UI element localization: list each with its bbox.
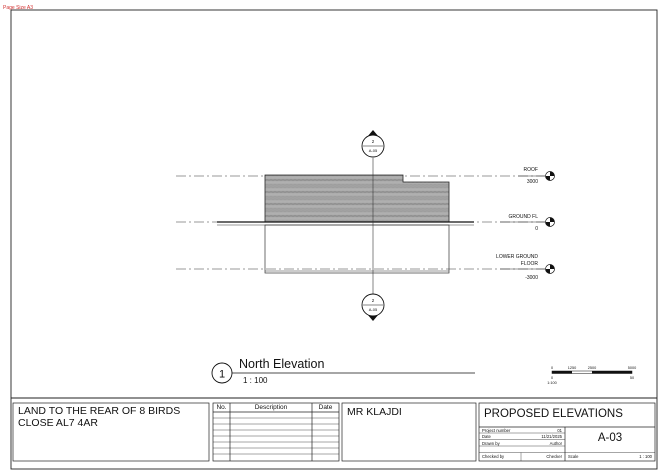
sheet-number: A-03 bbox=[597, 432, 623, 444]
view-title: 1 North Elevation 1 : 100 bbox=[211, 357, 475, 385]
site-address: LAND TO THE REAR OF 8 BIRDS CLOSE AL7 4A… bbox=[18, 405, 181, 429]
svg-text:1250: 1250 bbox=[568, 366, 576, 370]
project-number-label: Project number bbox=[482, 427, 511, 433]
level-name: ROOF bbox=[524, 167, 538, 173]
revision-table bbox=[212, 402, 340, 462]
svg-text:1:100: 1:100 bbox=[547, 381, 557, 385]
svg-text:2500: 2500 bbox=[588, 366, 596, 370]
revision-header-no: No. bbox=[216, 404, 227, 411]
scale-label: Scale bbox=[568, 453, 579, 459]
checked-by-label: Checked by bbox=[482, 453, 505, 459]
drawn-by-value: Author bbox=[549, 440, 562, 446]
scale-value: 1 : 100 bbox=[639, 453, 652, 459]
level-value: -3000 bbox=[525, 275, 538, 281]
view-title-text: North Elevation bbox=[239, 357, 325, 371]
level-value: 0 bbox=[535, 226, 538, 232]
brick-facade bbox=[264, 174, 450, 223]
level-head-icon bbox=[545, 171, 555, 181]
client-name: MR KLAJDI bbox=[347, 406, 402, 418]
level-label-roof: ROOF 3000 bbox=[518, 167, 545, 185]
title-block bbox=[12, 402, 656, 462]
level-head-icon bbox=[545, 264, 555, 274]
section-marker-top-sheet: A-05 bbox=[369, 148, 378, 153]
sheet-title: PROPOSED ELEVATIONS bbox=[484, 408, 623, 420]
section-marker-bottom-number: 2 bbox=[372, 298, 375, 303]
level-name-line2: FLOOR bbox=[521, 261, 539, 267]
project-number: 01 bbox=[557, 427, 562, 433]
level-value: 3000 bbox=[527, 179, 538, 185]
svg-text:0: 0 bbox=[551, 376, 553, 380]
level-name: GROUND FL bbox=[509, 214, 539, 220]
section-marker-bottom-sheet: A-05 bbox=[369, 307, 378, 312]
sheet-border bbox=[10, 9, 658, 470]
section-marker-top[interactable]: 2 A-05 bbox=[361, 130, 385, 158]
svg-text:50: 50 bbox=[630, 376, 634, 380]
building-elevation bbox=[217, 174, 474, 274]
date-value: 11/21/2025 bbox=[541, 434, 562, 439]
drawn-by-label: Drawn by bbox=[482, 440, 500, 446]
revision-header-description: Description bbox=[254, 404, 288, 411]
section-marker-top-number: 2 bbox=[372, 139, 375, 144]
view-number: 1 bbox=[219, 369, 225, 381]
level-label-ground: GROUND FL 0 bbox=[500, 214, 545, 232]
svg-text:0: 0 bbox=[551, 366, 553, 370]
level-name-line1: LOWER GROUND bbox=[496, 254, 538, 260]
lower-ground-outline bbox=[264, 224, 450, 274]
page-size-label: Page Size A3 bbox=[3, 5, 34, 11]
level-label-lower-ground: LOWER GROUND FLOOR -3000 bbox=[496, 254, 545, 281]
view-scale-text: 1 : 100 bbox=[243, 376, 268, 385]
checked-by-value: Checker bbox=[546, 453, 562, 459]
svg-text:5000: 5000 bbox=[628, 366, 636, 370]
level-head-icon bbox=[545, 217, 555, 227]
scale-bar: 0 1250 2500 5000 0 50 1:100 bbox=[547, 366, 636, 385]
section-marker-bottom[interactable]: 2 A-05 bbox=[361, 293, 385, 321]
date-label: Date bbox=[482, 434, 491, 439]
revision-header-date: Date bbox=[318, 404, 333, 411]
